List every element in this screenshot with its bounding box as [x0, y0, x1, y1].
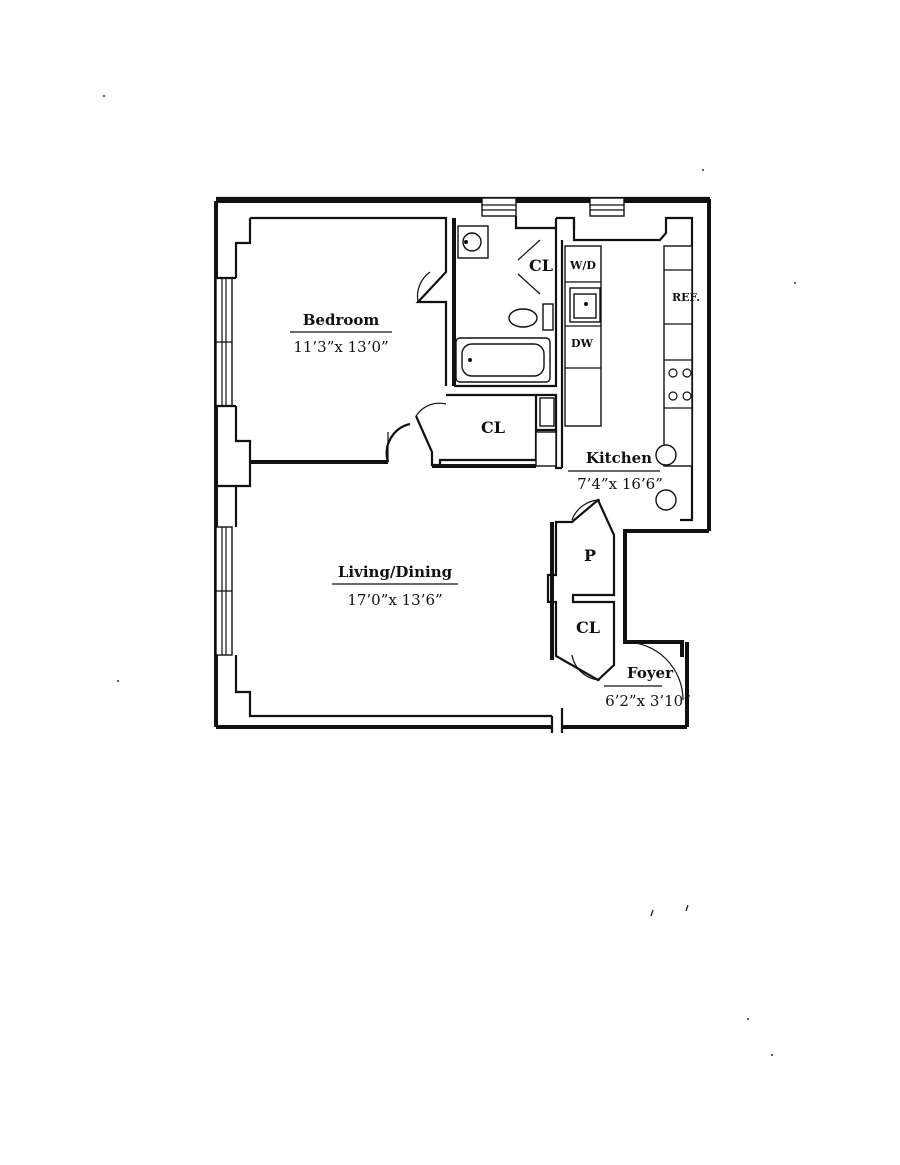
bath-fixtures: [455, 225, 557, 467]
scan-specks: [103, 95, 796, 1056]
washer-dryer-label: W/D: [569, 259, 596, 272]
foyer-closet-label: CL: [576, 618, 600, 637]
dishwasher-label: DW: [571, 337, 594, 350]
bedroom-closet-label: CL: [481, 418, 505, 437]
foyer-dims: 6’2”x 3’10”: [605, 692, 691, 710]
bedroom-name: Bedroom: [303, 311, 380, 329]
interior-walls: [216, 216, 694, 718]
kitchen-dims: 7’4”x 16’6”: [577, 475, 663, 493]
toilet-tank-icon: [542, 303, 554, 331]
kitchen-fixtures: [564, 245, 693, 511]
kitchen-column-icon: [655, 489, 677, 511]
kitchen-column-icon: [655, 444, 677, 466]
toilet-icon: [508, 308, 538, 328]
kitchen-name: Kitchen: [586, 449, 652, 467]
label-underlines: [290, 331, 662, 687]
bath-closet-label: CL: [529, 256, 553, 275]
bedroom-dims: 11’3”x 13’0”: [293, 338, 388, 356]
living-dining-dims: 17’0”x 13’6”: [347, 591, 442, 609]
outer-walls: [214, 196, 711, 733]
windows: [215, 197, 625, 656]
living-dining-name: Living/Dining: [338, 563, 453, 581]
foyer-name: Foyer: [627, 664, 674, 682]
stove-icon: [668, 368, 692, 401]
doors: [385, 239, 684, 701]
refrigerator-label: REF.: [672, 291, 700, 304]
pantry-label: P: [584, 546, 596, 565]
